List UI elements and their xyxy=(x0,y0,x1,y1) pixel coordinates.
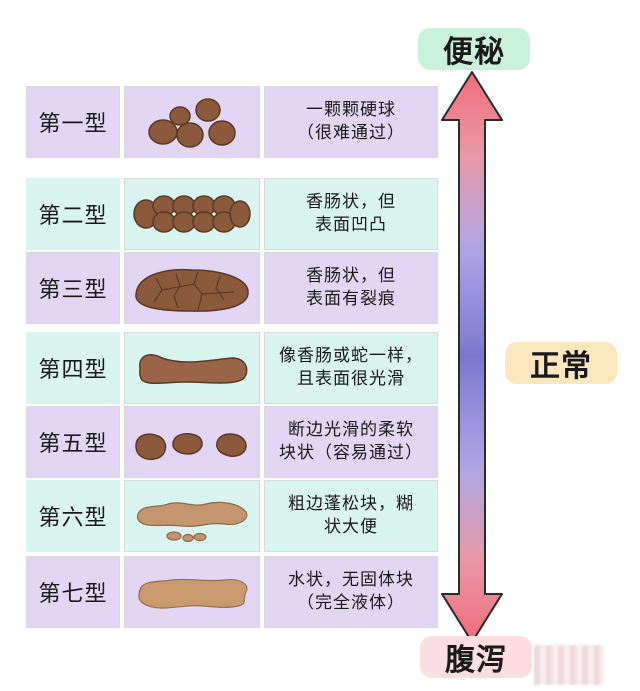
soft-blobs-icon xyxy=(135,433,247,460)
type-image-cell xyxy=(124,178,260,250)
type-row-5: 第五型 断边光滑的柔软 块状（容易通过） xyxy=(20,406,440,478)
type-label: 第六型 xyxy=(38,506,108,531)
type-desc-cell: 像香肠或蛇一样， 且表面很光滑 xyxy=(264,332,438,404)
type-desc-cell: 一颗颗硬球 （很难通过） xyxy=(264,86,438,158)
type-desc-cell: 香肠状，但 表面有裂痕 xyxy=(264,252,438,324)
type-description: 断边光滑的柔软 块状（容易通过） xyxy=(279,420,423,463)
mushy-pieces-icon xyxy=(136,501,248,543)
type-label-cell: 第五型 xyxy=(26,406,120,478)
type-row-7: 第七型 水状，无固体块 （完全液体） xyxy=(20,556,440,628)
type-label: 第一型 xyxy=(38,112,108,137)
type-label-cell: 第三型 xyxy=(26,252,120,324)
type-description: 香肠状，但 表面有裂痕 xyxy=(306,266,396,309)
double-arrow-icon xyxy=(441,71,503,643)
type-row-3: 第三型 香肠状，但 表面有裂痕 xyxy=(20,252,440,324)
type-description: 像香肠或蛇一样， 且表面很光滑 xyxy=(279,346,423,389)
smooth-sausage-icon xyxy=(139,354,248,385)
type-label-cell: 第六型 xyxy=(26,480,120,552)
type-image-cell xyxy=(124,406,260,478)
type-description: 一颗颗硬球 （很难通过） xyxy=(297,100,405,143)
type-desc-cell: 断边光滑的柔软 块状（容易通过） xyxy=(264,406,438,478)
type-label: 第七型 xyxy=(38,582,108,607)
type-image-cell xyxy=(124,332,260,404)
type-description: 香肠状，但 表面凹凸 xyxy=(306,192,396,235)
type-row-1: 第一型 一颗颗硬球 （很难通过） xyxy=(20,86,440,158)
diarrhea-label: 腹泻 xyxy=(420,636,532,678)
normal-label: 正常 xyxy=(505,342,617,384)
type-desc-cell: 水状，无固体块 （完全液体） xyxy=(264,556,438,628)
constipation-label: 便秘 xyxy=(418,28,530,70)
type-label-cell: 第四型 xyxy=(26,332,120,404)
type-image-cell xyxy=(124,252,260,324)
type-label: 第二型 xyxy=(38,204,108,229)
type-label-cell: 第七型 xyxy=(26,556,120,628)
type-row-2: 第二型 香肠状，但 表面凹凸 xyxy=(20,178,440,250)
type-image-cell xyxy=(124,480,260,552)
type-label: 第四型 xyxy=(38,358,108,383)
watery-icon xyxy=(138,578,248,609)
watermark-smudge xyxy=(534,645,604,685)
type-desc-cell: 粗边蓬松块，糊 状大便 xyxy=(264,480,438,552)
type-row-6: 第六型 粗边蓬松块，糊 状大便 xyxy=(20,480,440,552)
type-description: 粗边蓬松块，糊 状大便 xyxy=(288,494,414,537)
type-label-cell: 第一型 xyxy=(26,86,120,158)
type-label-cell: 第二型 xyxy=(26,178,120,250)
type-image-cell xyxy=(124,556,260,628)
type-label: 第三型 xyxy=(38,278,108,303)
type-row-4: 第四型 像香肠或蛇一样， 且表面很光滑 xyxy=(20,332,440,404)
cracked-sausage-icon xyxy=(135,268,249,312)
hard-lumps-icon xyxy=(148,98,236,148)
lumpy-sausage-icon xyxy=(133,195,251,233)
type-desc-cell: 香肠状，但 表面凹凸 xyxy=(264,178,438,250)
type-image-cell xyxy=(124,86,260,158)
type-description: 水状，无固体块 （完全液体） xyxy=(288,570,414,613)
type-label: 第五型 xyxy=(38,432,108,457)
